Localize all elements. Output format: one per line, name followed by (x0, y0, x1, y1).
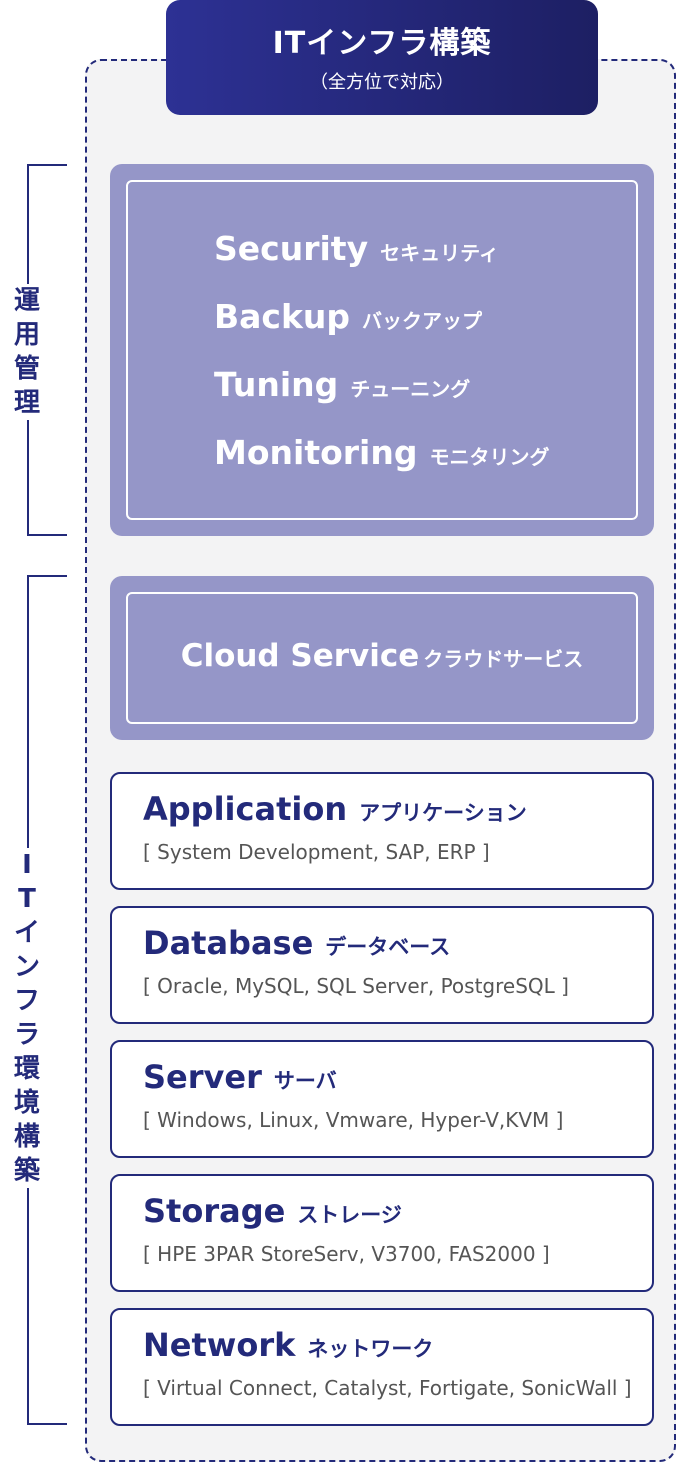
operations-label: 運用 管理 (10, 284, 44, 420)
page-title: ITインフラ構築 (272, 26, 492, 61)
header-box: ITインフラ構築 （全方位で対応） (166, 0, 598, 115)
page-subtitle: （全方位で対応） (310, 72, 454, 93)
